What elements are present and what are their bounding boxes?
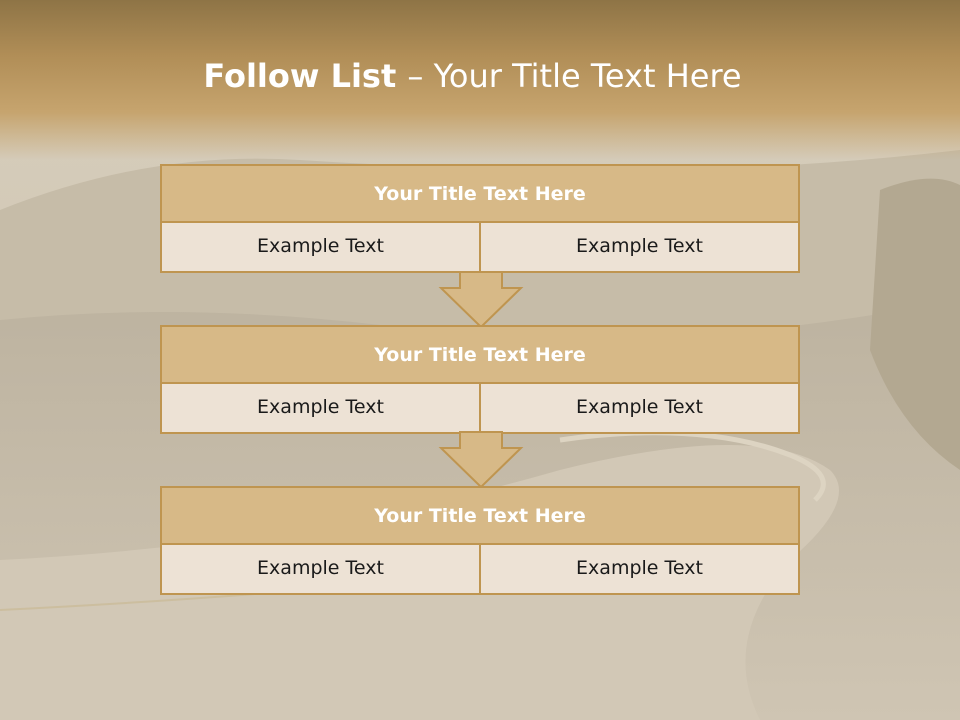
block-row: Example Text Example Text bbox=[162, 384, 798, 432]
slide-title-bold: Follow List bbox=[203, 57, 408, 95]
list-block-3: Your Title Text Here Example Text Exampl… bbox=[160, 486, 800, 595]
block-cell-left: Example Text bbox=[162, 545, 479, 593]
down-arrow-icon bbox=[438, 431, 524, 489]
block-cell-right: Example Text bbox=[479, 545, 798, 593]
list-block-1: Your Title Text Here Example Text Exampl… bbox=[160, 164, 800, 273]
block-title: Your Title Text Here bbox=[162, 327, 798, 384]
block-title: Your Title Text Here bbox=[162, 488, 798, 545]
block-cell-left: Example Text bbox=[162, 384, 479, 432]
slide-title: Follow List – Your Title Text Here bbox=[0, 52, 945, 100]
block-cell-right: Example Text bbox=[479, 384, 798, 432]
list-block-2: Your Title Text Here Example Text Exampl… bbox=[160, 325, 800, 434]
block-row: Example Text Example Text bbox=[162, 223, 798, 271]
slide-title-rest: – Your Title Text Here bbox=[407, 57, 742, 95]
title-band bbox=[0, 0, 960, 160]
block-cell-right: Example Text bbox=[479, 223, 798, 271]
block-title: Your Title Text Here bbox=[162, 166, 798, 223]
down-arrow-icon bbox=[438, 271, 524, 329]
block-cell-left: Example Text bbox=[162, 223, 479, 271]
block-row: Example Text Example Text bbox=[162, 545, 798, 593]
